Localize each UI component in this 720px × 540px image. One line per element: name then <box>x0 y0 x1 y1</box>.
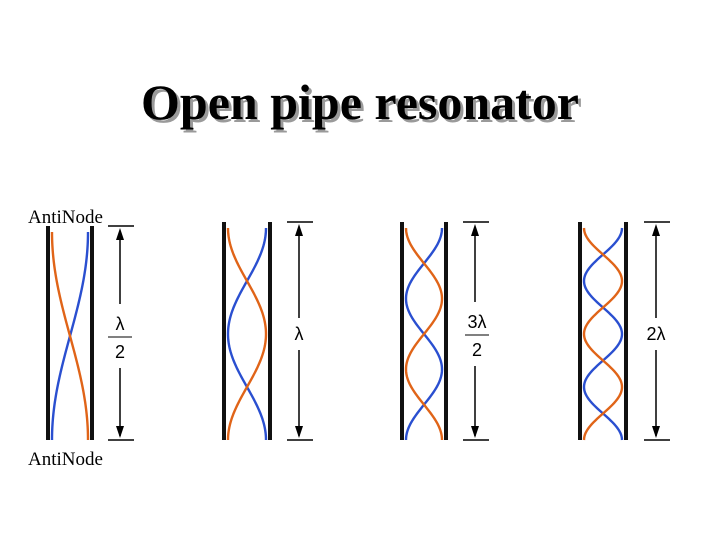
arrowhead-up <box>116 228 124 240</box>
pipe-2: λ <box>222 221 313 441</box>
wave-orange <box>582 227 624 441</box>
length-label-denominator: 2 <box>115 342 125 362</box>
arrowhead-down <box>116 426 124 438</box>
wave-orange <box>226 227 268 441</box>
arrowhead-down <box>652 426 660 438</box>
pipe-4: 2λ <box>578 221 670 441</box>
wave-orange <box>404 227 444 441</box>
length-label-numerator: λ <box>116 314 125 334</box>
antinode-bottom-label: AntiNode <box>28 449 103 470</box>
arrowhead-up <box>471 224 479 236</box>
pipe-3: 3λ2 <box>400 221 489 441</box>
length-label-denominator: 2 <box>472 340 482 360</box>
wave-blue <box>582 227 624 441</box>
arrowhead-up <box>295 224 303 236</box>
length-label: λ <box>295 324 304 344</box>
wave-blue <box>226 227 268 441</box>
arrowhead-up <box>652 224 660 236</box>
arrowhead-down <box>295 426 303 438</box>
pipe-1: λ2 <box>46 225 134 441</box>
arrowhead-down <box>471 426 479 438</box>
page-title: Open pipe resonator <box>141 74 579 130</box>
wave-orange <box>50 231 90 441</box>
length-label-numerator: 3λ <box>467 312 486 332</box>
antinode-top-label: AntiNode <box>28 207 103 228</box>
length-label: 2λ <box>646 324 665 344</box>
